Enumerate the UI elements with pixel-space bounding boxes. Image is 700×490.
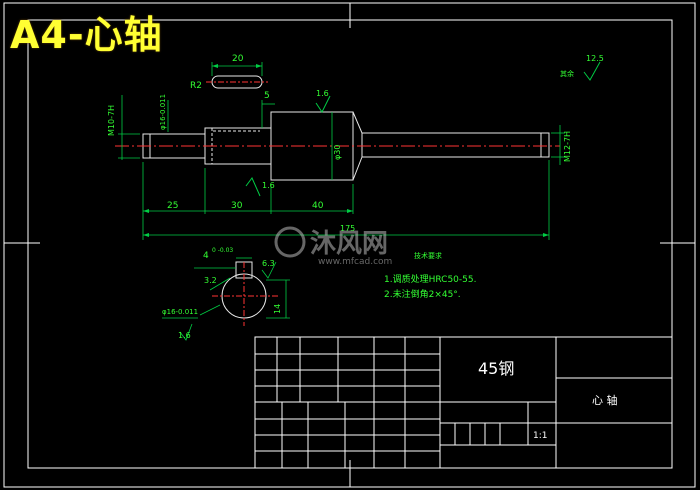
rough-corner: 12.5 <box>586 54 604 63</box>
scale-label: 1:1 <box>533 431 547 441</box>
dim-left-thread: M10-7H <box>107 105 116 136</box>
dimension-arrows <box>143 64 549 237</box>
tech-line-2: 2.未注倒角2×45°. <box>384 288 461 300</box>
sec-key-tol: 0 -0.03 <box>212 247 233 254</box>
sec-rough-a: 6.3 <box>262 259 275 268</box>
title-block <box>254 336 673 469</box>
dim-keyway-radius: R2 <box>190 81 202 91</box>
centering-marks <box>4 3 695 487</box>
rough-top: 1.6 <box>316 89 329 98</box>
dim-len-b: 30 <box>231 201 243 211</box>
tech-heading: 技术要求 <box>414 251 442 260</box>
dim-keyway-length: 20 <box>232 54 244 64</box>
dimension-lines <box>118 62 565 240</box>
watermark-logo-icon <box>274 226 306 258</box>
watermark-url: www.mfcad.com <box>318 257 392 267</box>
dim-center-dia: φ30 <box>333 145 342 160</box>
part-name-label: 心 轴 <box>592 393 618 407</box>
sec-depth-val: 3.2 <box>204 276 217 285</box>
dim-right-thread: M12-7H <box>563 131 572 162</box>
sec-key-width: 4 <box>203 251 209 261</box>
dim-left-dia: φ16-0.011 <box>159 94 167 130</box>
dim-len-a: 25 <box>167 201 178 211</box>
roughness-symbols <box>245 61 601 197</box>
watermark-brand: 沐风网 <box>310 229 388 259</box>
dim-shoulder-width: 5 <box>264 91 270 101</box>
rough-corner-label: 其余 <box>560 69 574 78</box>
tech-line-1: 1.调质处理HRC50-55. <box>384 273 476 285</box>
dim-len-c: 40 <box>312 201 324 211</box>
rough-bottom: 1.6 <box>262 181 275 190</box>
section-dim-lines <box>162 257 290 341</box>
dim-total: 175 <box>340 224 355 233</box>
sec-dia-label: φ16-0.011 <box>162 308 198 316</box>
page-title: A4-心轴 <box>10 13 163 57</box>
sec-flat-dim: 14 <box>273 304 282 314</box>
material-label: 45钢 <box>478 359 514 378</box>
sec-rough-b: 1.6 <box>178 331 191 340</box>
watermark: 沐风网 www.mfcad.com <box>274 226 392 267</box>
